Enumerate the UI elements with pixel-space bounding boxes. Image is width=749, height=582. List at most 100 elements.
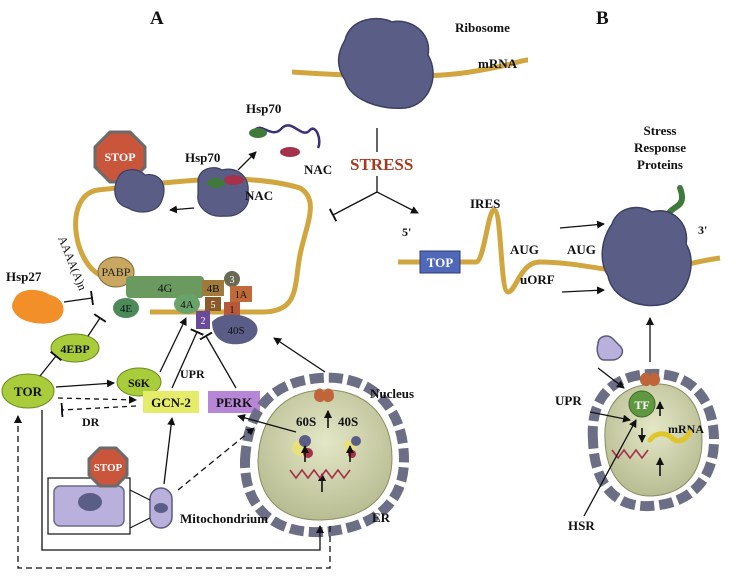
mito-to-perk-dashed xyxy=(177,427,255,491)
pabp-label: PABP xyxy=(102,265,131,279)
eif5-box xyxy=(205,297,221,311)
right-nucleus-group xyxy=(587,368,720,512)
subunit-40s-nucleus: 40S xyxy=(338,414,358,429)
er-stack-to-nucleus xyxy=(597,367,625,389)
hsp70-top-label: Hsp70 xyxy=(246,101,281,116)
hsr-to-tf xyxy=(583,419,637,517)
eif4b-box xyxy=(202,280,224,296)
mito-label: Mitochondrium xyxy=(180,511,268,526)
hsr-label: HSR xyxy=(568,518,595,533)
eif2-label: 2 xyxy=(201,316,206,327)
mrna-label-top: mRNA xyxy=(478,56,518,71)
top-ribosome-group xyxy=(291,17,529,109)
hsp70-top-blob xyxy=(249,128,267,138)
nucleus-to-40s xyxy=(273,337,326,373)
perk-box xyxy=(208,391,260,413)
arrow-uorf-to-ribosome xyxy=(561,286,605,295)
nucleus-group xyxy=(239,372,410,538)
right-nucleus-body xyxy=(604,383,703,497)
eif5-label: 5 xyxy=(211,300,216,311)
srp-line-2: Response xyxy=(634,140,686,155)
subunit-40s-blue xyxy=(351,436,361,446)
tor-inhibit-4ebp xyxy=(39,350,63,377)
arrow-mid-to-stop xyxy=(169,205,195,214)
loop-mrna-strand xyxy=(73,176,313,315)
gcn2-inhibit xyxy=(171,328,204,389)
upr-left-label: UPR xyxy=(180,367,205,381)
three-prime-label: 3' xyxy=(698,223,707,237)
label-4ebp: 4EBP xyxy=(60,342,89,356)
tf-label: TF xyxy=(634,398,649,412)
five-prime-label: 5' xyxy=(402,225,411,239)
eif4e-label: 4E xyxy=(120,303,133,315)
stress-activate-arm xyxy=(376,191,419,214)
tor-to-nucleus-loop xyxy=(41,410,324,551)
top-box xyxy=(419,250,461,274)
eif3-label: 3 xyxy=(230,275,235,286)
tor-to-s6k xyxy=(55,379,115,388)
gcn2-to-tor-dashed xyxy=(60,402,137,418)
er-to-perk xyxy=(237,414,297,433)
perk-label: PERK xyxy=(216,395,253,410)
right-mrna-transcript xyxy=(647,429,693,444)
upr-to-tf xyxy=(589,411,631,423)
s6k-activate xyxy=(159,317,187,373)
gcn2-label: GCN-2 xyxy=(151,395,191,410)
nucleus-body xyxy=(257,389,393,521)
label-s6k: S6K xyxy=(128,376,151,390)
srp-line-1: Stress xyxy=(644,123,677,138)
panel-b-label: B xyxy=(596,8,609,29)
stop-sign-top-text: STOP xyxy=(104,150,135,164)
ires-label: IRES xyxy=(470,196,500,211)
eif1a-label: 1A xyxy=(235,290,248,301)
nascent-chain xyxy=(254,124,321,149)
aug-label-1: AUG xyxy=(510,242,539,257)
tor-to-gcn2-dashed xyxy=(57,395,137,404)
stop-sign-mito-text: STOP xyxy=(94,462,123,474)
pabp-node xyxy=(97,256,135,288)
hsp27-blob xyxy=(12,289,64,324)
dr-label: DR xyxy=(82,415,100,429)
er-membrane xyxy=(239,372,410,538)
perk-inhibit xyxy=(199,331,237,389)
right-er-stack xyxy=(596,335,624,361)
subunit-40s-label: 40S xyxy=(227,325,244,337)
subunit-60s-blue xyxy=(299,435,311,447)
eif3-node xyxy=(224,271,240,287)
hsp70-mid-blob xyxy=(207,178,225,188)
nuclear-pore-left xyxy=(314,388,334,403)
stress-label: STRESS xyxy=(350,155,413,174)
aug-label-2: AUG xyxy=(567,242,596,257)
top-box-label: TOP xyxy=(427,255,454,270)
node-4ebp xyxy=(50,333,100,363)
top-mrna-strand xyxy=(291,57,529,79)
inset-connector-top xyxy=(129,489,151,501)
nac-mid-label: NAC xyxy=(245,188,273,203)
stress-inhibit-arm xyxy=(328,191,378,222)
right-ribosome xyxy=(601,206,692,307)
node-tor xyxy=(1,373,55,409)
eif1-box xyxy=(224,302,240,316)
eif4g-label: 4G xyxy=(158,281,173,295)
node-s6k xyxy=(116,367,162,397)
nucleus-to-tor-dashed xyxy=(14,415,331,569)
eif4a-node xyxy=(174,294,200,314)
hsp27-label: Hsp27 xyxy=(6,269,42,284)
mrna-label-right: mRNA xyxy=(668,422,704,436)
hsp27-inhibit xyxy=(63,290,94,306)
upr-right-label: UPR xyxy=(555,393,582,408)
gcn2-box xyxy=(143,391,199,413)
uorf-label: uORF xyxy=(520,272,555,287)
eif4a-label: 4A xyxy=(180,299,194,311)
mito-ribosome xyxy=(154,503,168,513)
eif1-label: 1 xyxy=(230,305,235,316)
panel-a-label: A xyxy=(150,8,164,29)
eif4g-box xyxy=(126,276,204,298)
inset-connector-bottom xyxy=(129,517,151,529)
nuclear-pore-right xyxy=(640,372,660,387)
stop-sign-mito xyxy=(87,446,129,488)
label-tor: TOR xyxy=(14,384,43,399)
nac-mid-blob xyxy=(224,175,244,185)
